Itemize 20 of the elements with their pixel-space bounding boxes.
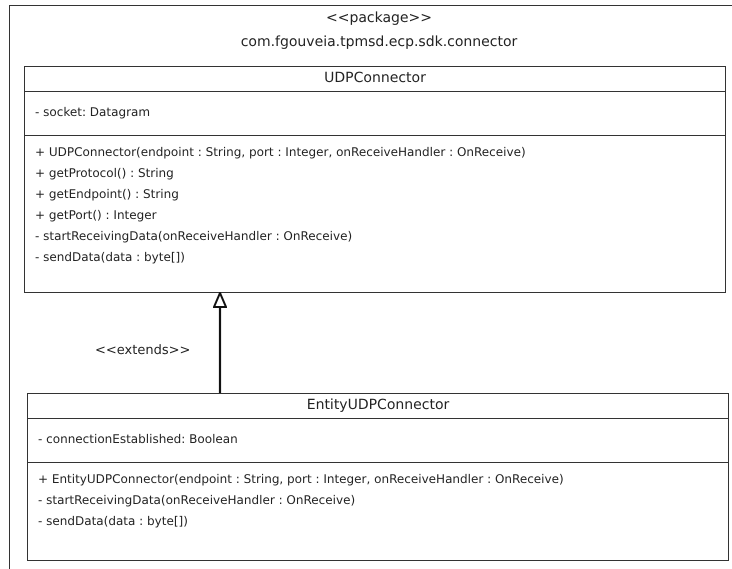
member-text: + UDPConnector(endpoint : String, port : Integer, onReceiveHandler : OnReceive) [35,144,526,161]
class-name: EntityUDPConnector [306,396,450,415]
package-frame [9,5,732,569]
member-text: - startReceivingData(onReceiveHandler : OnReceive) [35,228,352,245]
class-name: UDPConnector [323,69,427,88]
member-text: + getProtocol() : String [35,165,174,182]
member-text: - connectionEstablished: Boolean [38,431,238,448]
member-text: + EntityUDPConnector(endpoint : String, port : Integer, onReceiveHandler : OnReceive) [38,471,564,488]
generalization-arrow [213,292,227,393]
member-text: + getEndpoint() : String [35,186,179,203]
stereotype-label: <<package>> [324,9,434,28]
member-text: - socket: Datagram [35,104,150,121]
class-box [27,393,729,561]
member-text: + getPort() : Integer [35,207,157,224]
member-text: - startReceivingData(onReceiveHandler : OnReceive) [38,492,356,509]
package-name: com.fgouveia.tpmsd.ecp.sdk.connector [240,33,518,52]
class-box [24,66,726,293]
member-text: - sendData(data : byte[]) [35,249,185,266]
member-text: - sendData(data : byte[]) [38,513,188,530]
stereotype-label: <<extends>> [95,342,190,360]
